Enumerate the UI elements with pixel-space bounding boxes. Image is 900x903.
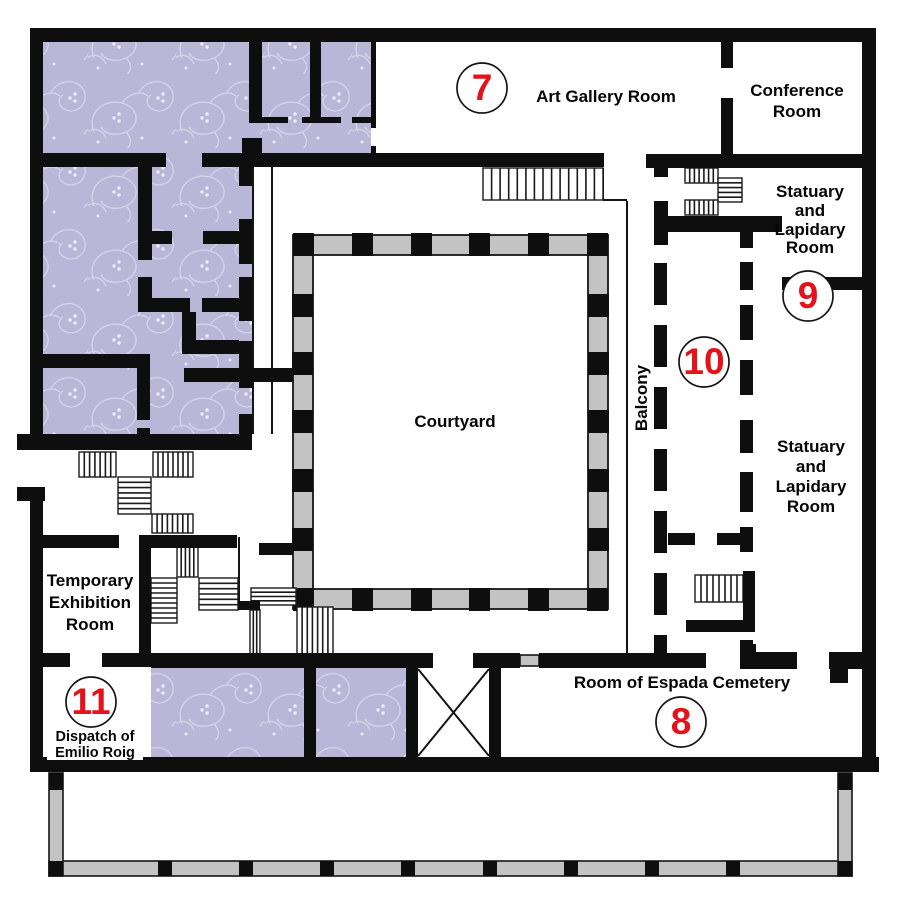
porch-column (483, 861, 497, 876)
stairs-mid-g (150, 577, 178, 624)
room-label-balcony: Balcony (632, 364, 651, 431)
room-label-dispatch: Emilio Roig (55, 745, 135, 761)
room-label-temporary-exhibition: Temporary (47, 571, 134, 590)
elevator-shaft (417, 668, 490, 757)
stairs-upper-left-d (151, 513, 194, 534)
stairs-mid-l (296, 606, 334, 655)
room-label-statuary-lower: Statuary (777, 437, 846, 456)
courtyard-column (588, 410, 609, 433)
porch-column (239, 861, 253, 876)
room-label-statuary-upper: and (795, 201, 825, 220)
room-label-dispatch: Dispatch of (56, 729, 135, 745)
courtyard-column (293, 233, 314, 256)
porch-column (320, 861, 334, 876)
number-badge-8: 8 (655, 696, 707, 748)
courtyard-column (528, 588, 549, 611)
svg-text:10: 10 (683, 341, 724, 382)
courtyard-column (293, 588, 314, 611)
svg-text:7: 7 (472, 67, 493, 108)
stairs-upper-left-c (117, 476, 152, 515)
courtyard-column (292, 352, 313, 375)
stairs-mid-i (198, 577, 239, 611)
stairs-balcony-top-2 (684, 199, 719, 216)
courtyard-column (587, 233, 608, 256)
courtyard-column (292, 528, 313, 551)
room-label-statuary-lower: and (796, 457, 826, 476)
courtyard-column (588, 352, 609, 375)
porch-column (726, 861, 740, 876)
porch-gallery (48, 772, 853, 877)
stairs-balcony-top-1 (684, 167, 719, 184)
courtyard-column (588, 294, 609, 317)
courtyard-column (469, 588, 490, 611)
courtyard-column (528, 233, 549, 256)
porch-column (564, 861, 578, 876)
courtyard-column (587, 588, 608, 611)
courtyard-column (588, 528, 609, 551)
stairs-upper-left-b (152, 451, 194, 478)
purple-room-bottom (151, 668, 406, 757)
number-badge-10: 10 (678, 336, 730, 388)
stairs-mid-f (176, 545, 199, 578)
porch-column (645, 861, 659, 876)
door-sill (519, 654, 540, 667)
courtyard-column (469, 233, 490, 256)
room-label-art-gallery: Art Gallery Room (536, 87, 676, 106)
courtyard-column (352, 588, 373, 611)
courtyard-column (411, 233, 432, 256)
porch-column (838, 861, 852, 876)
room-label-statuary-upper: Statuary (776, 182, 845, 201)
stairs-mid-j (249, 609, 261, 655)
courtyard-column (292, 469, 313, 492)
svg-text:9: 9 (798, 275, 819, 316)
stairs-upper-left-a (78, 451, 117, 478)
courtyard-column (352, 233, 373, 256)
room-label-statuary-upper: Lapidary (775, 220, 846, 239)
svg-text:8: 8 (671, 701, 692, 742)
stairs-mid-k (250, 587, 297, 606)
number-badges: 7 9 10 8 11 (65, 62, 834, 748)
purple-room-top (43, 42, 371, 167)
courtyard-column (588, 469, 609, 492)
room-label-temporary-exhibition: Exhibition (49, 593, 131, 612)
stairs-art-gallery (482, 167, 604, 201)
room-label-conference: Room (773, 102, 821, 121)
walls (17, 28, 879, 772)
staircases (78, 167, 744, 655)
stairs-balcony-top-3 (717, 177, 743, 203)
courtyard-walkway (292, 233, 609, 611)
number-badge-7: 7 (456, 62, 508, 114)
room-label-statuary-lower: Room (787, 497, 835, 516)
porch-column (158, 861, 172, 876)
courtyard-column (292, 294, 313, 317)
room-labels: Art Gallery Room Conference Room Statuar… (47, 81, 847, 761)
room-label-temporary-exhibition: Room (66, 615, 114, 634)
room-label-courtyard: Courtyard (414, 412, 495, 431)
porch-column (49, 861, 63, 876)
courtyard-column (292, 410, 313, 433)
room-label-conference: Conference (750, 81, 844, 100)
stairs-espada (694, 574, 744, 603)
courtyard-column (411, 588, 432, 611)
dispatch-label-backing (47, 726, 143, 760)
room-label-statuary-upper: Room (786, 238, 834, 257)
number-badge-9: 9 (782, 270, 834, 322)
svg-text:11: 11 (71, 681, 110, 722)
porch-column (401, 861, 415, 876)
room-label-statuary-lower: Lapidary (776, 477, 847, 496)
number-badge-11: 11 (65, 676, 117, 728)
room-label-espada: Room of Espada Cemetery (574, 673, 791, 692)
